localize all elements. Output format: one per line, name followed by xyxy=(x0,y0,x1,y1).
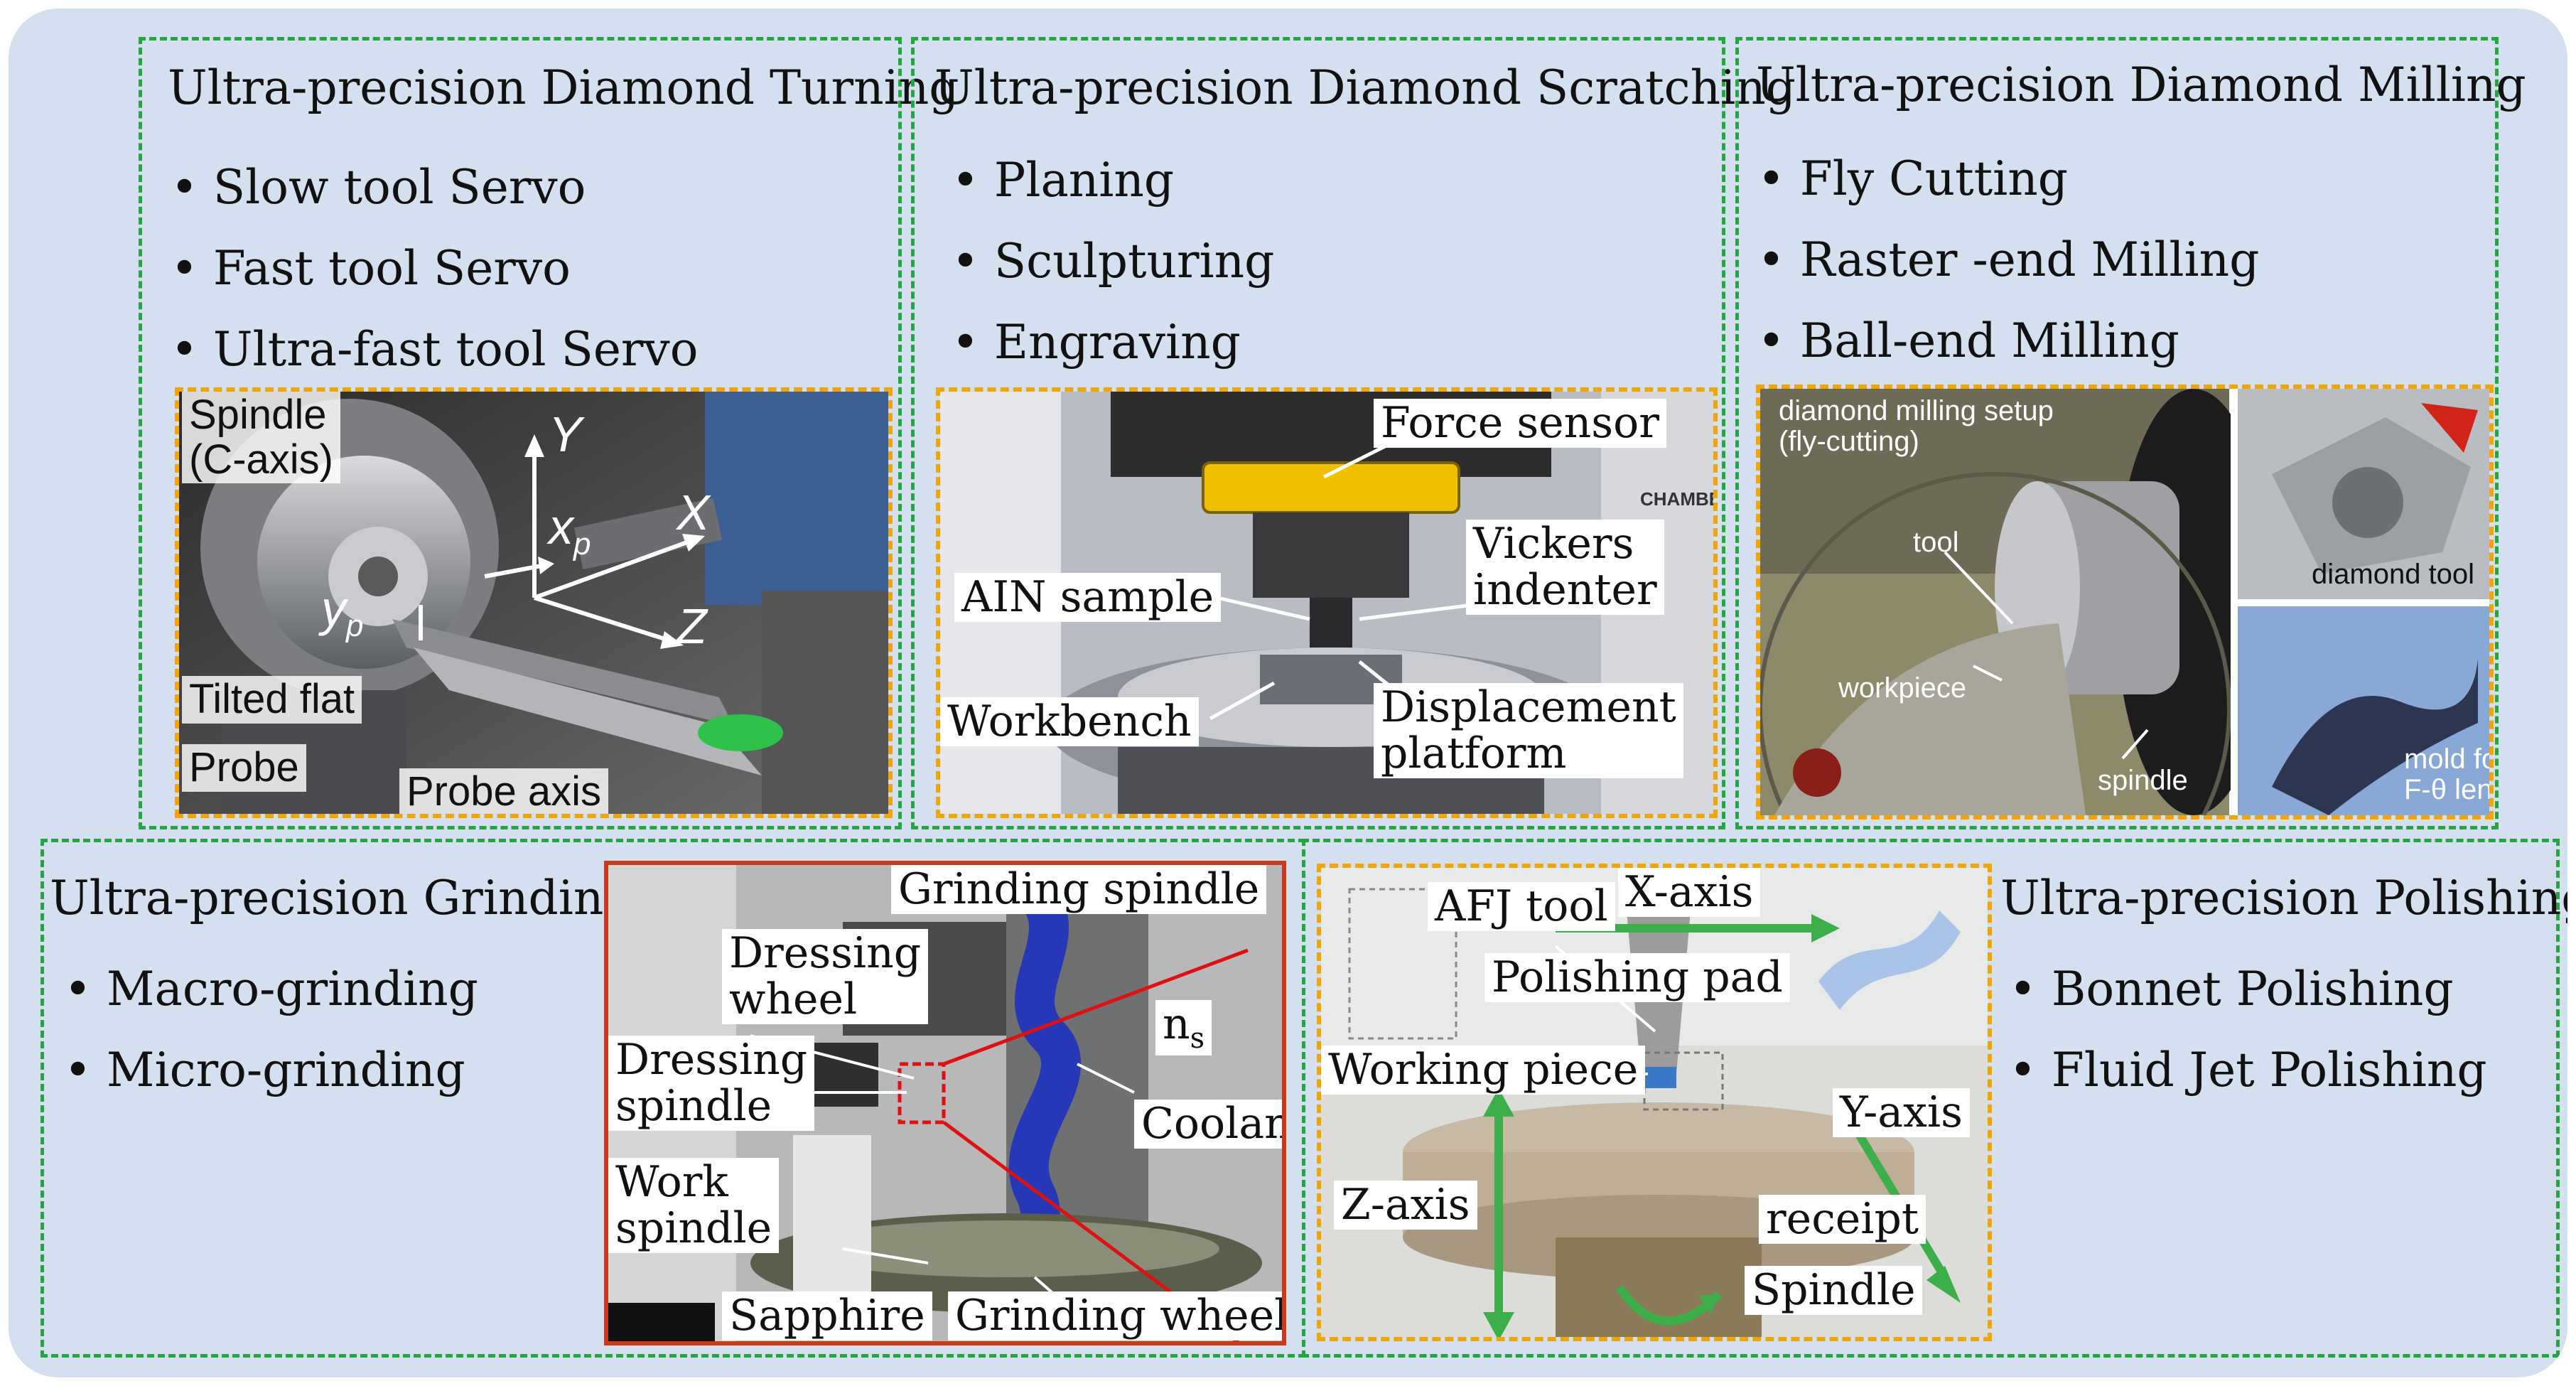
list-item: • Ultra-fast tool Servo xyxy=(171,322,699,377)
label-z-axis: Z-axis xyxy=(1334,1181,1477,1230)
label-spindle-c-axis: Spindle (C-axis) xyxy=(182,392,340,484)
axis-label-x: X xyxy=(677,485,710,540)
label-diamond-tool: diamond tool xyxy=(2312,559,2475,590)
turning-setup-photo: Y X Z xp yp Spindle (C-axis) Tilted flat… xyxy=(175,387,893,818)
list-item: • Engraving xyxy=(952,315,1241,370)
label-sapphire: Sapphire xyxy=(722,1291,932,1341)
bullet-list: • Bonnet Polishing • Fluid Jet Polishing xyxy=(2009,949,2487,1111)
label-coolant: Coolant xyxy=(1134,1100,1282,1149)
label-spindle: Spindle xyxy=(1745,1266,1923,1315)
label-milling-setup: diamond milling setup (fly-cutting) xyxy=(1779,395,2054,458)
panel-grinding: Ultra-precision Grinding • Macro-grindin… xyxy=(41,839,1305,1358)
label-workpiece: workpiece xyxy=(1838,672,1967,704)
milling-setup-photo: diamond milling setup (fly-cutting) tool… xyxy=(1756,385,2494,820)
list-item: • Slow tool Servo xyxy=(171,160,586,215)
axis-label-yp: yp xyxy=(321,581,364,643)
panel-diamond-milling: Ultra-precision Diamond Milling • Fly Cu… xyxy=(1735,37,2526,829)
label-work-spindle: Work spindle xyxy=(608,1158,780,1253)
label-dressing-wheel: Dressing wheel xyxy=(722,929,929,1024)
label-vickers-indenter: Vickers indenter xyxy=(1466,520,1664,615)
grinding-setup-photo: Grinding spindle Dressing wheel Dressing… xyxy=(604,861,1286,1345)
coordinate-axes xyxy=(419,434,705,649)
list-item: • Fluid Jet Polishing xyxy=(2009,1043,2487,1097)
label-displacement-platform: Displacement platform xyxy=(1374,683,1683,778)
label-grinding-spindle: Grinding spindle xyxy=(891,865,1267,914)
chamber-label: CHAMBER xyxy=(1640,488,1718,510)
panel-title: Ultra-precision Diamond Turning xyxy=(168,60,959,115)
label-working-piece: Working piece xyxy=(1321,1046,1646,1095)
label-polishing-pad: Polishing pad xyxy=(1484,953,1790,1002)
label-probe-axis: Probe axis xyxy=(399,768,609,814)
panel-polishing: Ultra-precision Polishing • Bonnet Polis… xyxy=(1302,839,2567,1358)
label-force-sensor: Force sensor xyxy=(1374,399,1666,448)
label-workbench: Workbench xyxy=(940,697,1199,746)
list-item: • Planing xyxy=(952,153,1175,208)
scratching-setup-photo: CHAMBER Force sensor AIN sample Vickers … xyxy=(936,387,1718,818)
list-item: • Fly Cutting xyxy=(1757,151,2069,206)
diagram-canvas: Ultra-precision Diamond Turning • Slow t… xyxy=(9,9,2567,1377)
label-receipt: receipt xyxy=(1759,1195,1926,1244)
label-probe: Probe xyxy=(182,744,306,792)
panel-diamond-scratching: Ultra-precision Diamond Scratching • Pla… xyxy=(911,37,1796,829)
label-ain-sample: AIN sample xyxy=(954,573,1222,622)
panel-title: Ultra-precision Grinding xyxy=(50,871,634,925)
label-tilted-flat: Tilted flat xyxy=(182,676,362,724)
list-item: • Ball-end Milling xyxy=(1757,313,2179,368)
axis-label-xp: xp xyxy=(549,499,591,562)
list-item: • Bonnet Polishing xyxy=(2009,962,2454,1016)
bullet-list: • Fly Cutting • Raster -end Milling • Ba… xyxy=(1757,139,2259,382)
milling-photo-drawing xyxy=(1760,389,2489,815)
label-dressing-spindle: Dressing spindle xyxy=(608,1036,815,1131)
label-spindle-speed: ns xyxy=(1155,1000,1212,1056)
label-grinding-wheel: Grinding wheel xyxy=(948,1291,1282,1341)
list-item: • Macro-grinding xyxy=(64,962,478,1016)
panel-title: Ultra-precision Diamond Scratching xyxy=(934,60,1796,115)
list-item: • Micro-grinding xyxy=(64,1043,465,1097)
label-spindle: spindle xyxy=(2098,765,2188,796)
bullet-list: • Slow tool Servo • Fast tool Servo • Ul… xyxy=(171,147,698,390)
axis-label-y: Y xyxy=(549,407,582,462)
label-x-axis: X-axis xyxy=(1618,868,1761,917)
label-afj-tool: AFJ tool xyxy=(1428,882,1615,931)
list-item: • Raster -end Milling xyxy=(1757,232,2260,287)
panel-title: Ultra-precision Diamond Milling xyxy=(1756,58,2526,112)
list-item: • Fast tool Servo xyxy=(171,241,571,296)
label-tool: tool xyxy=(1913,527,1959,558)
label-y-axis: Y-axis xyxy=(1833,1088,1970,1137)
panel-title: Ultra-precision Polishing xyxy=(2000,871,2567,925)
panel-diamond-turning: Ultra-precision Diamond Turning • Slow t… xyxy=(139,37,959,829)
bullet-list: • Planing • Sculpturing • Engraving xyxy=(952,140,1274,383)
polishing-setup-photo: AFJ tool X-axis Polishing pad Working pi… xyxy=(1317,864,1992,1341)
list-item: • Sculpturing xyxy=(952,234,1275,289)
axis-label-z: Z xyxy=(677,598,707,654)
bullet-list: • Macro-grinding • Micro-grinding xyxy=(64,949,478,1111)
label-mold-f-theta-lens: mold for F-θ lens xyxy=(2404,743,2493,806)
